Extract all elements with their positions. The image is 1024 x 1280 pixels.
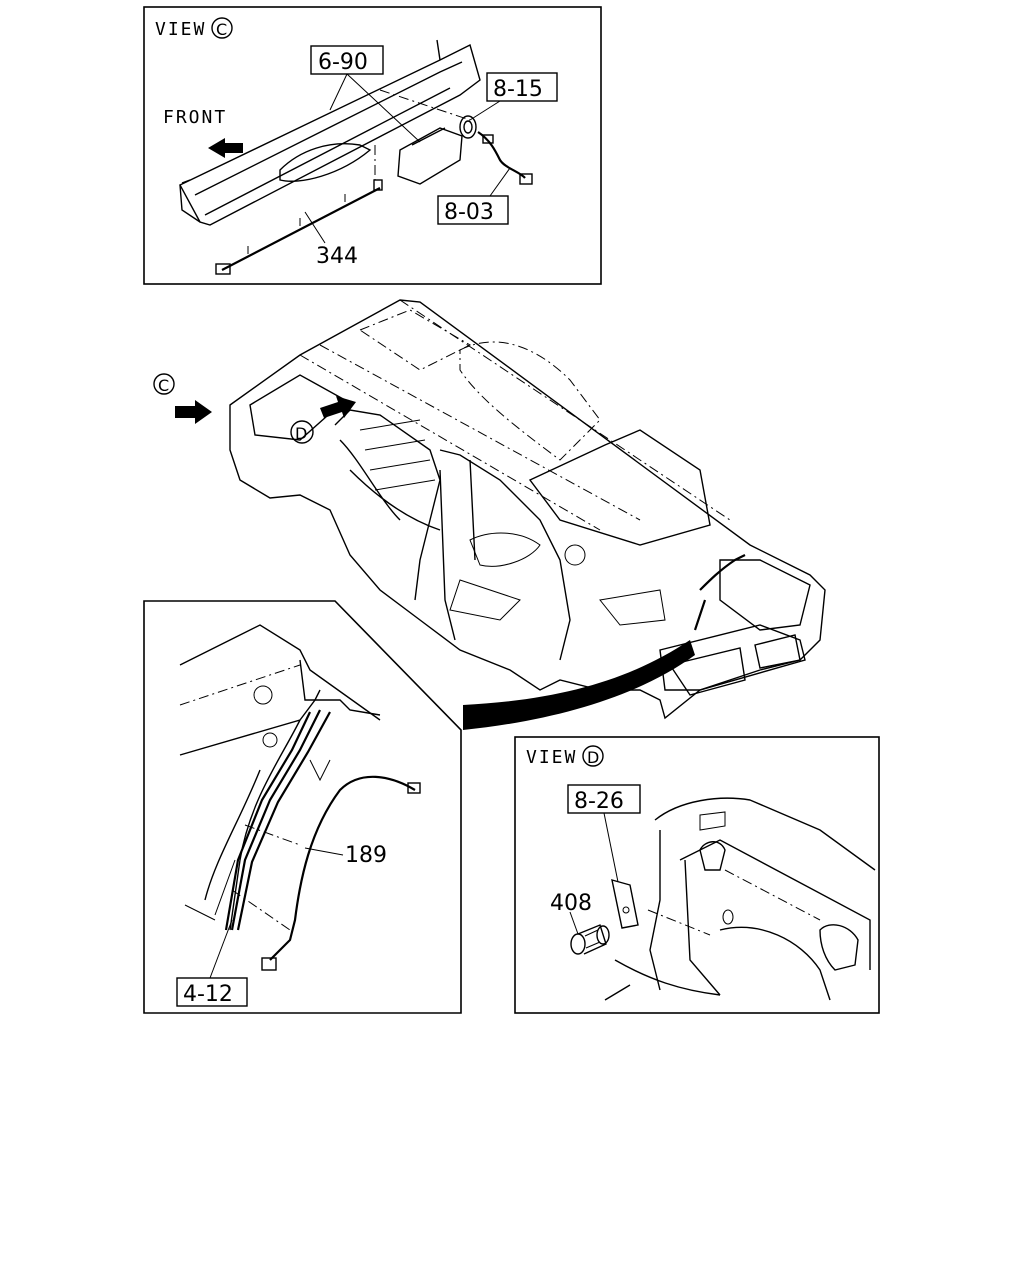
bundle-wire-1	[230, 709, 321, 931]
view-d-marker-circle	[582, 745, 604, 767]
harness-344-wire	[221, 187, 381, 271]
part-label-4-12: 4-12	[183, 982, 233, 1007]
part-box-8-26	[567, 784, 641, 814]
part-box-8-15	[486, 72, 558, 102]
item-number-344: 344	[316, 244, 358, 269]
body-outline	[229, 299, 826, 720]
view-d-title: VIEW	[526, 747, 577, 768]
view-c-title-letter: C	[216, 20, 227, 39]
item-number-189: 189	[345, 843, 387, 868]
view-c-title: VIEW	[155, 19, 206, 40]
view-d-panel: VIEW D 8-26 408	[514, 736, 880, 1014]
vehicle-body-view: C D	[153, 299, 826, 730]
rear-harness-wire	[699, 554, 746, 591]
tow-hook-icon	[819, 924, 859, 971]
view-c-marker	[153, 373, 175, 395]
view-c-arrow-icon	[175, 400, 212, 424]
bracket-drawing	[397, 127, 463, 185]
rocker-panel-drawing	[179, 39, 481, 226]
detail-left-frame	[143, 600, 462, 1014]
detail-left-panel: 189 4-12	[143, 600, 462, 1014]
part-box-8-03	[437, 195, 509, 225]
grommet-icon	[459, 115, 477, 139]
view-c-panel: VIEW C FRONT	[143, 6, 602, 285]
part-label-8-15: 8-15	[493, 77, 543, 102]
part-label-8-26: 8-26	[574, 789, 624, 814]
front-label: FRONT	[163, 107, 227, 128]
view-d-marker	[290, 420, 314, 444]
view-c-marker-letter: C	[158, 376, 169, 395]
part-box-4-12	[176, 977, 248, 1007]
view-d-marker-letter: D	[295, 424, 307, 443]
view-d-frame	[514, 736, 880, 1014]
harness-189-wire	[269, 775, 416, 961]
view-c-marker-circle	[211, 17, 233, 39]
part-label-8-03: 8-03	[444, 200, 494, 225]
front-arrow-icon	[208, 138, 243, 158]
view-d-title-letter: D	[587, 748, 599, 767]
bracket-8-26	[611, 879, 639, 929]
part-label-6-90: 6-90	[318, 50, 368, 75]
connector-wire	[477, 131, 526, 179]
rear-window	[528, 429, 711, 546]
callout-band	[463, 640, 695, 730]
view-c-frame	[143, 6, 602, 285]
item-number-408: 408	[550, 891, 592, 916]
